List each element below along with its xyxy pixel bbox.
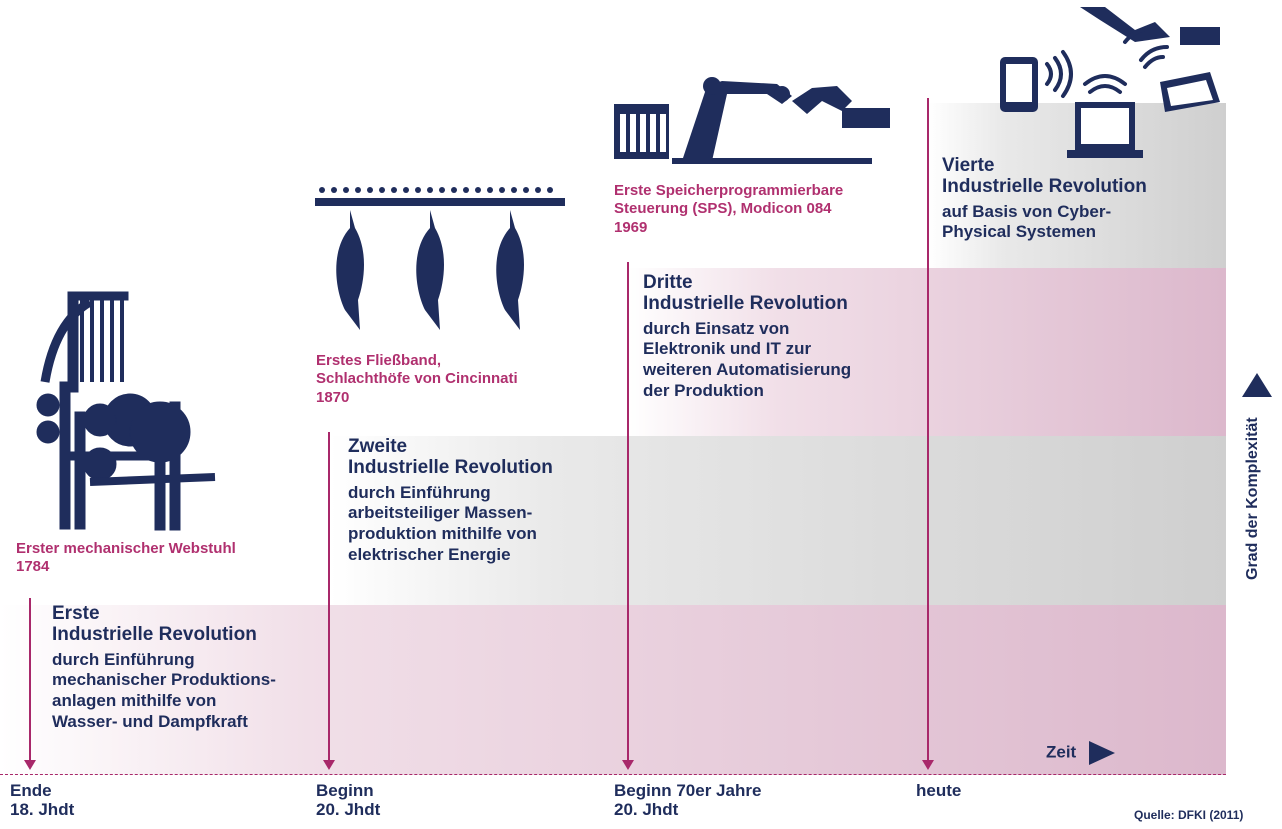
revolution-3: Dritte Industrielle Revolution durch Ein… — [643, 272, 851, 401]
revolution-2-text: durch Einführung arbeitsteiliger Massen-… — [348, 482, 537, 564]
arrow-up-icon — [1242, 373, 1272, 397]
timeline-marker-1 — [29, 598, 31, 762]
x-axis-label: Zeit — [1046, 740, 1117, 766]
revolution-2-heading: Zweite Industrielle Revolution — [348, 436, 553, 479]
step-band-1 — [0, 605, 1226, 775]
timeline-arrowhead-3 — [622, 760, 634, 770]
timeline-arrowhead-2 — [323, 760, 335, 770]
timeline-marker-4 — [927, 98, 929, 762]
revolution-4-heading: Vierte Industrielle Revolution — [942, 155, 1147, 198]
timeline-baseline — [0, 774, 1226, 775]
y-axis-label: Grad der Komplexität — [1244, 417, 1261, 580]
milestone-2: Erstes Fließband, Schlachthöfe von Cinci… — [316, 352, 518, 406]
revolution-3-text: durch Einsatz von Elektronik und IT zur … — [643, 318, 852, 400]
robot-arm-plc-icon — [614, 77, 890, 164]
arrow-right-icon — [1088, 741, 1115, 765]
revolution-1: Erste Industrielle Revolution durch Einf… — [52, 603, 276, 732]
timeline-marker-2 — [328, 432, 330, 762]
timeline-arrowhead-4 — [922, 760, 934, 770]
source-note: Quelle: DFKI (2011) — [1134, 808, 1244, 822]
revolution-1-heading: Erste Industrielle Revolution — [52, 603, 257, 646]
revolution-1-text: durch Einführung mechanischer Produktion… — [52, 649, 276, 731]
timeline-label-1: Ende 18. Jhdt — [10, 781, 75, 819]
loom-icon — [36, 291, 216, 531]
step-band-2 — [330, 436, 1226, 605]
revolution-4: Vierte Industrielle Revolution auf Basis… — [942, 155, 1147, 243]
x-axis-label-text: Zeit — [1046, 742, 1077, 762]
timeline-label-2: Beginn 20. Jhdt — [316, 781, 381, 819]
timeline-arrowhead-1 — [24, 760, 36, 770]
milestone-1: Erster mechanischer Webstuhl 1784 — [16, 540, 236, 576]
milestone-3: Erste Speicherprogrammierbare Steuerung … — [614, 182, 844, 236]
revolution-4-text: auf Basis von Cyber- Physical Systemen — [942, 201, 1112, 242]
timeline-marker-3 — [627, 262, 629, 762]
revolution-2: Zweite Industrielle Revolution durch Ein… — [348, 436, 553, 565]
timeline-label-4: heute — [916, 781, 962, 800]
timeline-label-3: Beginn 70er Jahre 20. Jhdt — [614, 781, 762, 819]
revolution-3-heading: Dritte Industrielle Revolution — [643, 272, 848, 315]
assembly-line-icon — [315, 187, 565, 330]
cyber-physical-devices-icon — [1000, 7, 1220, 158]
